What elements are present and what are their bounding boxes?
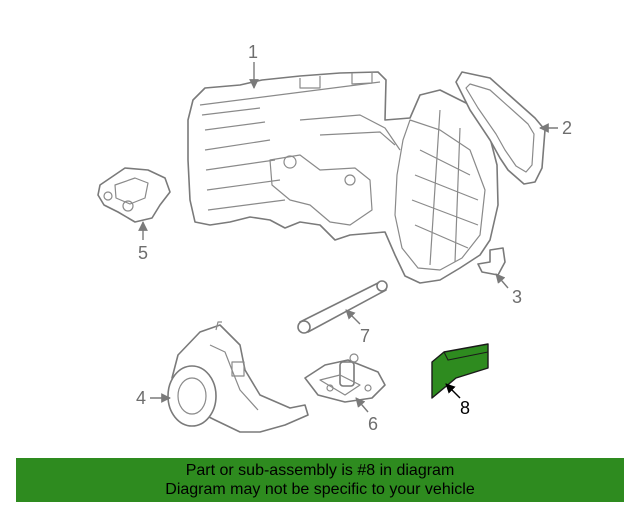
part-7-link-rod[interactable]	[297, 280, 388, 334]
callout-3: 3	[512, 287, 522, 307]
part-6-mount[interactable]	[304, 353, 386, 403]
part-4-blower-housing[interactable]	[167, 321, 309, 433]
part-1-hvac-case[interactable]	[187, 71, 499, 284]
parts-diagram: 1 2 3 4 5 6 7 8	[97, 42, 572, 434]
callout-4: 4	[136, 388, 146, 408]
part-2-seal[interactable]	[455, 71, 546, 185]
callout-1: 1	[248, 42, 258, 62]
part-3-bracket[interactable]	[477, 247, 506, 276]
part-5-actuator[interactable]	[97, 167, 171, 223]
part-8-highlighted[interactable]	[431, 343, 489, 399]
callout-2: 2	[562, 118, 572, 138]
banner-line-1: Part or sub-assembly is #8 in diagram	[185, 462, 455, 479]
leader-lines	[138, 62, 558, 413]
callout-8: 8	[460, 398, 470, 418]
callout-7: 7	[360, 326, 370, 346]
info-banner: Part or sub-assembly is #8 in diagram Di…	[16, 458, 624, 502]
banner-line-2: Diagram may not be specific to your vehi…	[165, 481, 475, 498]
callout-5: 5	[138, 243, 148, 263]
callout-6: 6	[368, 414, 378, 434]
